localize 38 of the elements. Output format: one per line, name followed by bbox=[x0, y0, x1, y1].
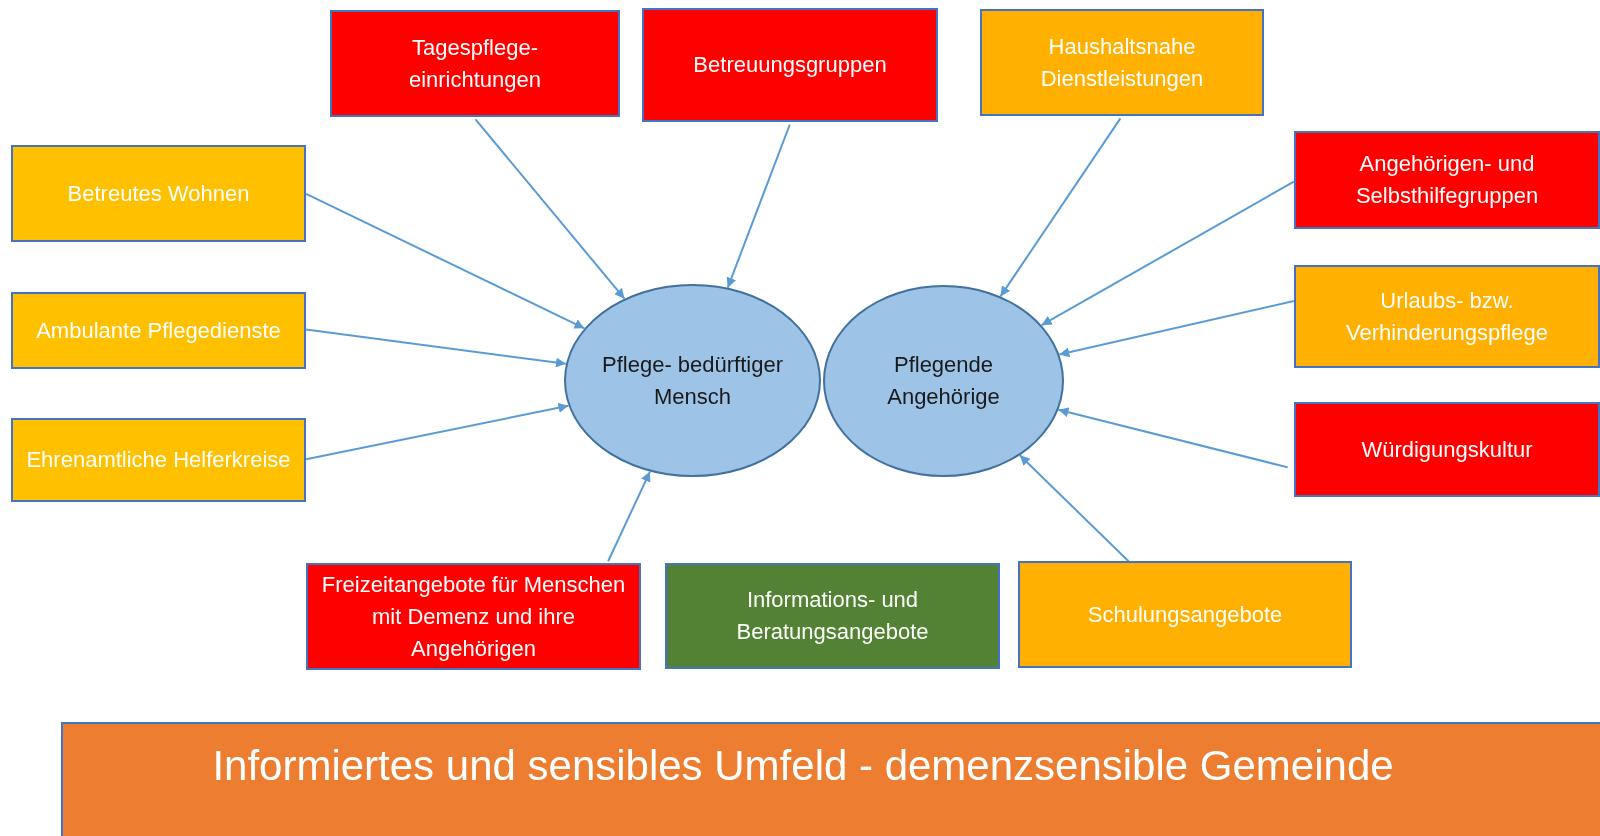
arrow bbox=[999, 117, 1122, 298]
node-text: Schulungsangebote bbox=[1086, 600, 1284, 629]
node-text: Freizeitangebote für Menschen mit Demenz und ihre Angehörigen bbox=[320, 570, 627, 663]
arrow bbox=[305, 402, 570, 461]
arrow bbox=[607, 470, 651, 563]
arrow bbox=[1057, 407, 1289, 469]
offer-box bbox=[11, 292, 306, 369]
offer-box bbox=[665, 563, 1000, 669]
arrow bbox=[305, 192, 586, 330]
node-text: Informations- und Beratungsangebote bbox=[735, 586, 930, 646]
arrow bbox=[1040, 180, 1295, 327]
environment-banner bbox=[61, 722, 1600, 836]
offer-box bbox=[330, 10, 620, 117]
offer-box bbox=[980, 9, 1264, 116]
offer-box bbox=[306, 563, 641, 670]
node-text: Würdigungskultur bbox=[1360, 435, 1534, 464]
offer-box bbox=[642, 8, 938, 122]
arrow bbox=[305, 328, 567, 368]
offer-box bbox=[1018, 561, 1352, 668]
node-text: Ambulante Pflegedienste bbox=[35, 316, 282, 345]
offer-box bbox=[11, 418, 306, 502]
node-text: Pflege- bedürftiger Mensch bbox=[601, 350, 784, 411]
offer-box bbox=[1294, 131, 1600, 229]
arrow bbox=[1018, 454, 1130, 563]
node-text: Tagespflege- einrichtungen bbox=[407, 33, 543, 94]
node-text: Haushaltsnahe Dienstleistungen bbox=[1039, 32, 1205, 93]
node-text: Angehörigen- und Selbsthilfegruppen bbox=[1354, 150, 1540, 210]
arrow bbox=[474, 118, 626, 300]
offer-box bbox=[1294, 402, 1600, 497]
arrow bbox=[1058, 300, 1295, 358]
node-text: Pflegende Angehörige bbox=[886, 351, 1001, 411]
node-text: Betreuungsgruppen bbox=[692, 51, 888, 79]
offer-box bbox=[1294, 265, 1600, 368]
node-text: Ehrenamtliche Helferkreise bbox=[25, 446, 292, 474]
node-text: Betreutes Wohnen bbox=[66, 179, 251, 208]
banner-text: Informiertes und sensibles Umfeld - demenzsensible Gemeinde bbox=[211, 742, 1395, 790]
node-text: Urlaubs- bzw. Verhinderungspflege bbox=[1345, 286, 1549, 347]
offer-box bbox=[11, 145, 306, 242]
